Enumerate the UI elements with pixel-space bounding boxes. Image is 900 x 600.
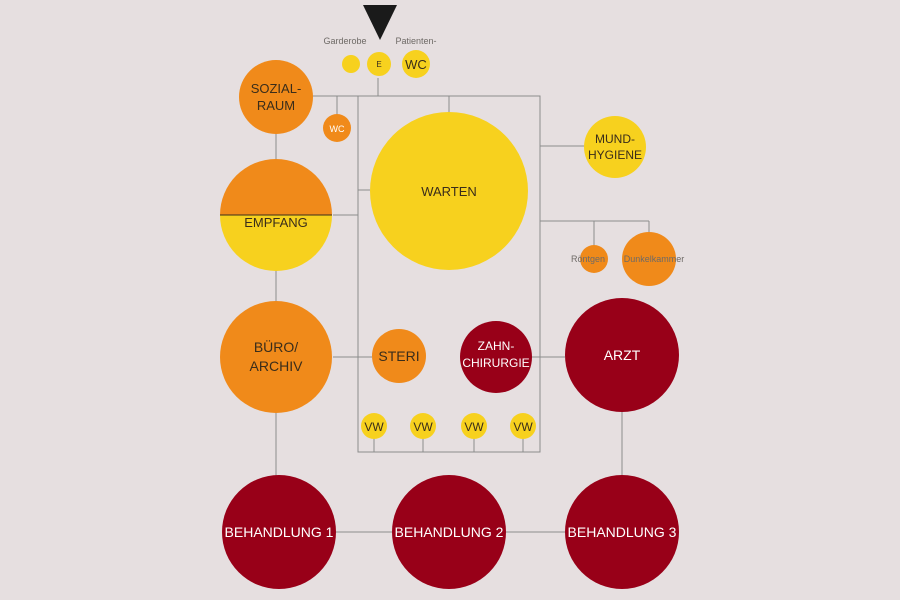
roentgen-label: Röntgen <box>571 254 605 264</box>
roentgen-circle <box>580 245 608 273</box>
vw-group: VW VW VW VW <box>361 413 536 439</box>
vw-circle-3 <box>461 413 487 439</box>
patient-wc-circle <box>402 50 430 78</box>
zahnchirurgie-label-2: CHIRURGIE <box>462 356 529 370</box>
dunkelkammer-circle <box>622 232 676 286</box>
buero-label-1: BÜRO/ <box>254 338 298 355</box>
buero-label-2: ARCHIV <box>250 358 304 374</box>
sozialraum-label-1: SOZIAL- <box>251 81 302 96</box>
behandlung-2-node: BEHANDLUNG 2 <box>392 475 506 589</box>
warten-label: WARTEN <box>421 184 477 199</box>
roentgen-node: Röntgen <box>571 245 608 273</box>
sozialraum-circle <box>239 60 313 134</box>
vw-circle-4 <box>510 413 536 439</box>
steri-circle <box>372 329 426 383</box>
vw-label-3: VW <box>464 420 484 434</box>
warten-node: WARTEN <box>370 112 528 270</box>
behandlung-1-node: BEHANDLUNG 1 <box>222 475 336 589</box>
arzt-node: ARZT <box>565 298 679 412</box>
mundhygiene-label-1: MUND- <box>595 132 635 146</box>
patient-wc-label: WC <box>405 57 427 72</box>
arzt-label: ARZT <box>604 347 641 363</box>
warten-circle <box>370 112 528 270</box>
entrance-circle <box>367 52 391 76</box>
entrance-group: Garderobe Patienten- E WC <box>323 5 437 78</box>
mundhygiene-circle <box>584 116 646 178</box>
vw-circle-2 <box>410 413 436 439</box>
vw-label-1: VW <box>364 420 384 434</box>
behandlung-2-label: BEHANDLUNG 2 <box>395 524 504 540</box>
zahnchirurgie-node: ZAHN- CHIRURGIE <box>460 321 532 393</box>
behandlung-2-circle <box>392 475 506 589</box>
dunkelkammer-label: Dunkelkammer <box>624 254 685 264</box>
buero-node: BÜRO/ ARCHIV <box>220 301 332 413</box>
mundhygiene-node: MUND- HYGIENE <box>584 116 646 178</box>
steri-node: STERI <box>372 329 426 383</box>
empfang-top-half <box>220 159 332 215</box>
behandlung-3-label: BEHANDLUNG 3 <box>568 524 677 540</box>
behandlung-3-circle <box>565 475 679 589</box>
behandlung-1-label: BEHANDLUNG 1 <box>225 524 334 540</box>
entrance-circle-label: E <box>376 60 381 69</box>
behandlung-1-circle <box>222 475 336 589</box>
connection-lines <box>275 78 650 533</box>
empfang-label: EMPFANG <box>244 215 308 230</box>
staff-wc-label: WC <box>330 124 345 134</box>
staff-wc-node: WC <box>323 114 351 142</box>
entrance-arrow-icon <box>363 5 397 40</box>
vw-label-4: VW <box>513 420 533 434</box>
patienten-label: Patienten- <box>395 36 436 46</box>
dunkelkammer-node: Dunkelkammer <box>622 232 684 286</box>
buero-circle <box>220 301 332 413</box>
vw-label-2: VW <box>413 420 433 434</box>
vw-circle-1 <box>361 413 387 439</box>
steri-label: STERI <box>378 348 419 364</box>
zahnchirurgie-label-1: ZAHN- <box>478 339 515 353</box>
mundhygiene-label-2: HYGIENE <box>588 148 642 162</box>
garderobe-circle <box>342 55 360 73</box>
staff-wc-circle <box>323 114 351 142</box>
behandlung-3-node: BEHANDLUNG 3 <box>565 475 679 589</box>
sozialraum-label-2: RAUM <box>257 98 295 113</box>
sozialraum-node: SOZIAL- RAUM <box>239 60 313 134</box>
empfang-node: EMPFANG <box>220 159 332 271</box>
garderobe-label: Garderobe <box>323 36 366 46</box>
arzt-circle <box>565 298 679 412</box>
zahnchirurgie-circle <box>460 321 532 393</box>
